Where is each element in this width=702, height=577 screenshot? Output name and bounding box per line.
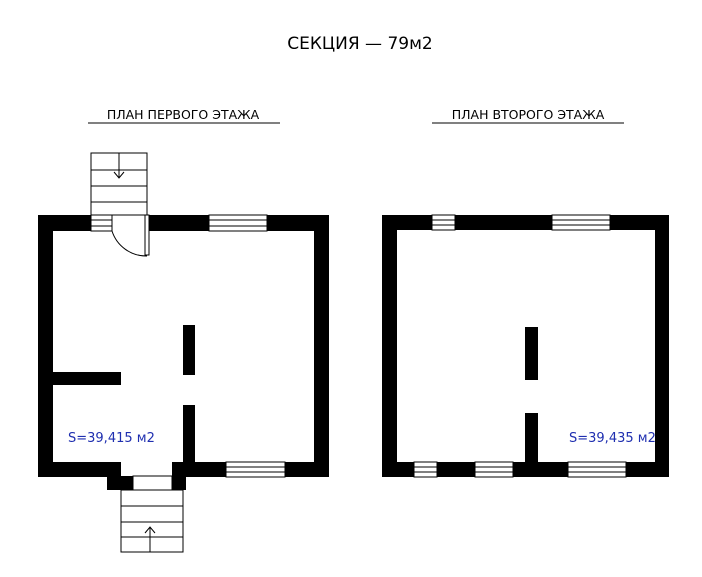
window xyxy=(413,461,438,478)
walls xyxy=(38,215,329,490)
window xyxy=(567,461,627,478)
plan-first-floor-heading: ПЛАН ПЕРВОГО ЭТАЖА xyxy=(107,107,260,122)
stairs xyxy=(90,152,148,216)
stairs xyxy=(120,489,184,553)
window xyxy=(551,214,611,231)
window xyxy=(474,461,514,478)
window xyxy=(225,461,286,478)
plan-first-floor: S=39,415 м2 xyxy=(38,152,329,553)
sheet-title: СЕКЦИЯ — 79м2 xyxy=(287,34,433,54)
plan-second-floor-heading: ПЛАН ВТОРОГО ЭТАЖА xyxy=(452,107,605,122)
room-area-label: S=39,435 м2 xyxy=(569,431,656,446)
window xyxy=(431,214,456,231)
plan-second-floor: S=39,435 м2 xyxy=(382,214,669,478)
window xyxy=(208,214,268,232)
door xyxy=(111,214,150,257)
room-area-label: S=39,415 м2 xyxy=(68,431,155,446)
window xyxy=(90,214,113,232)
walls xyxy=(382,215,669,477)
